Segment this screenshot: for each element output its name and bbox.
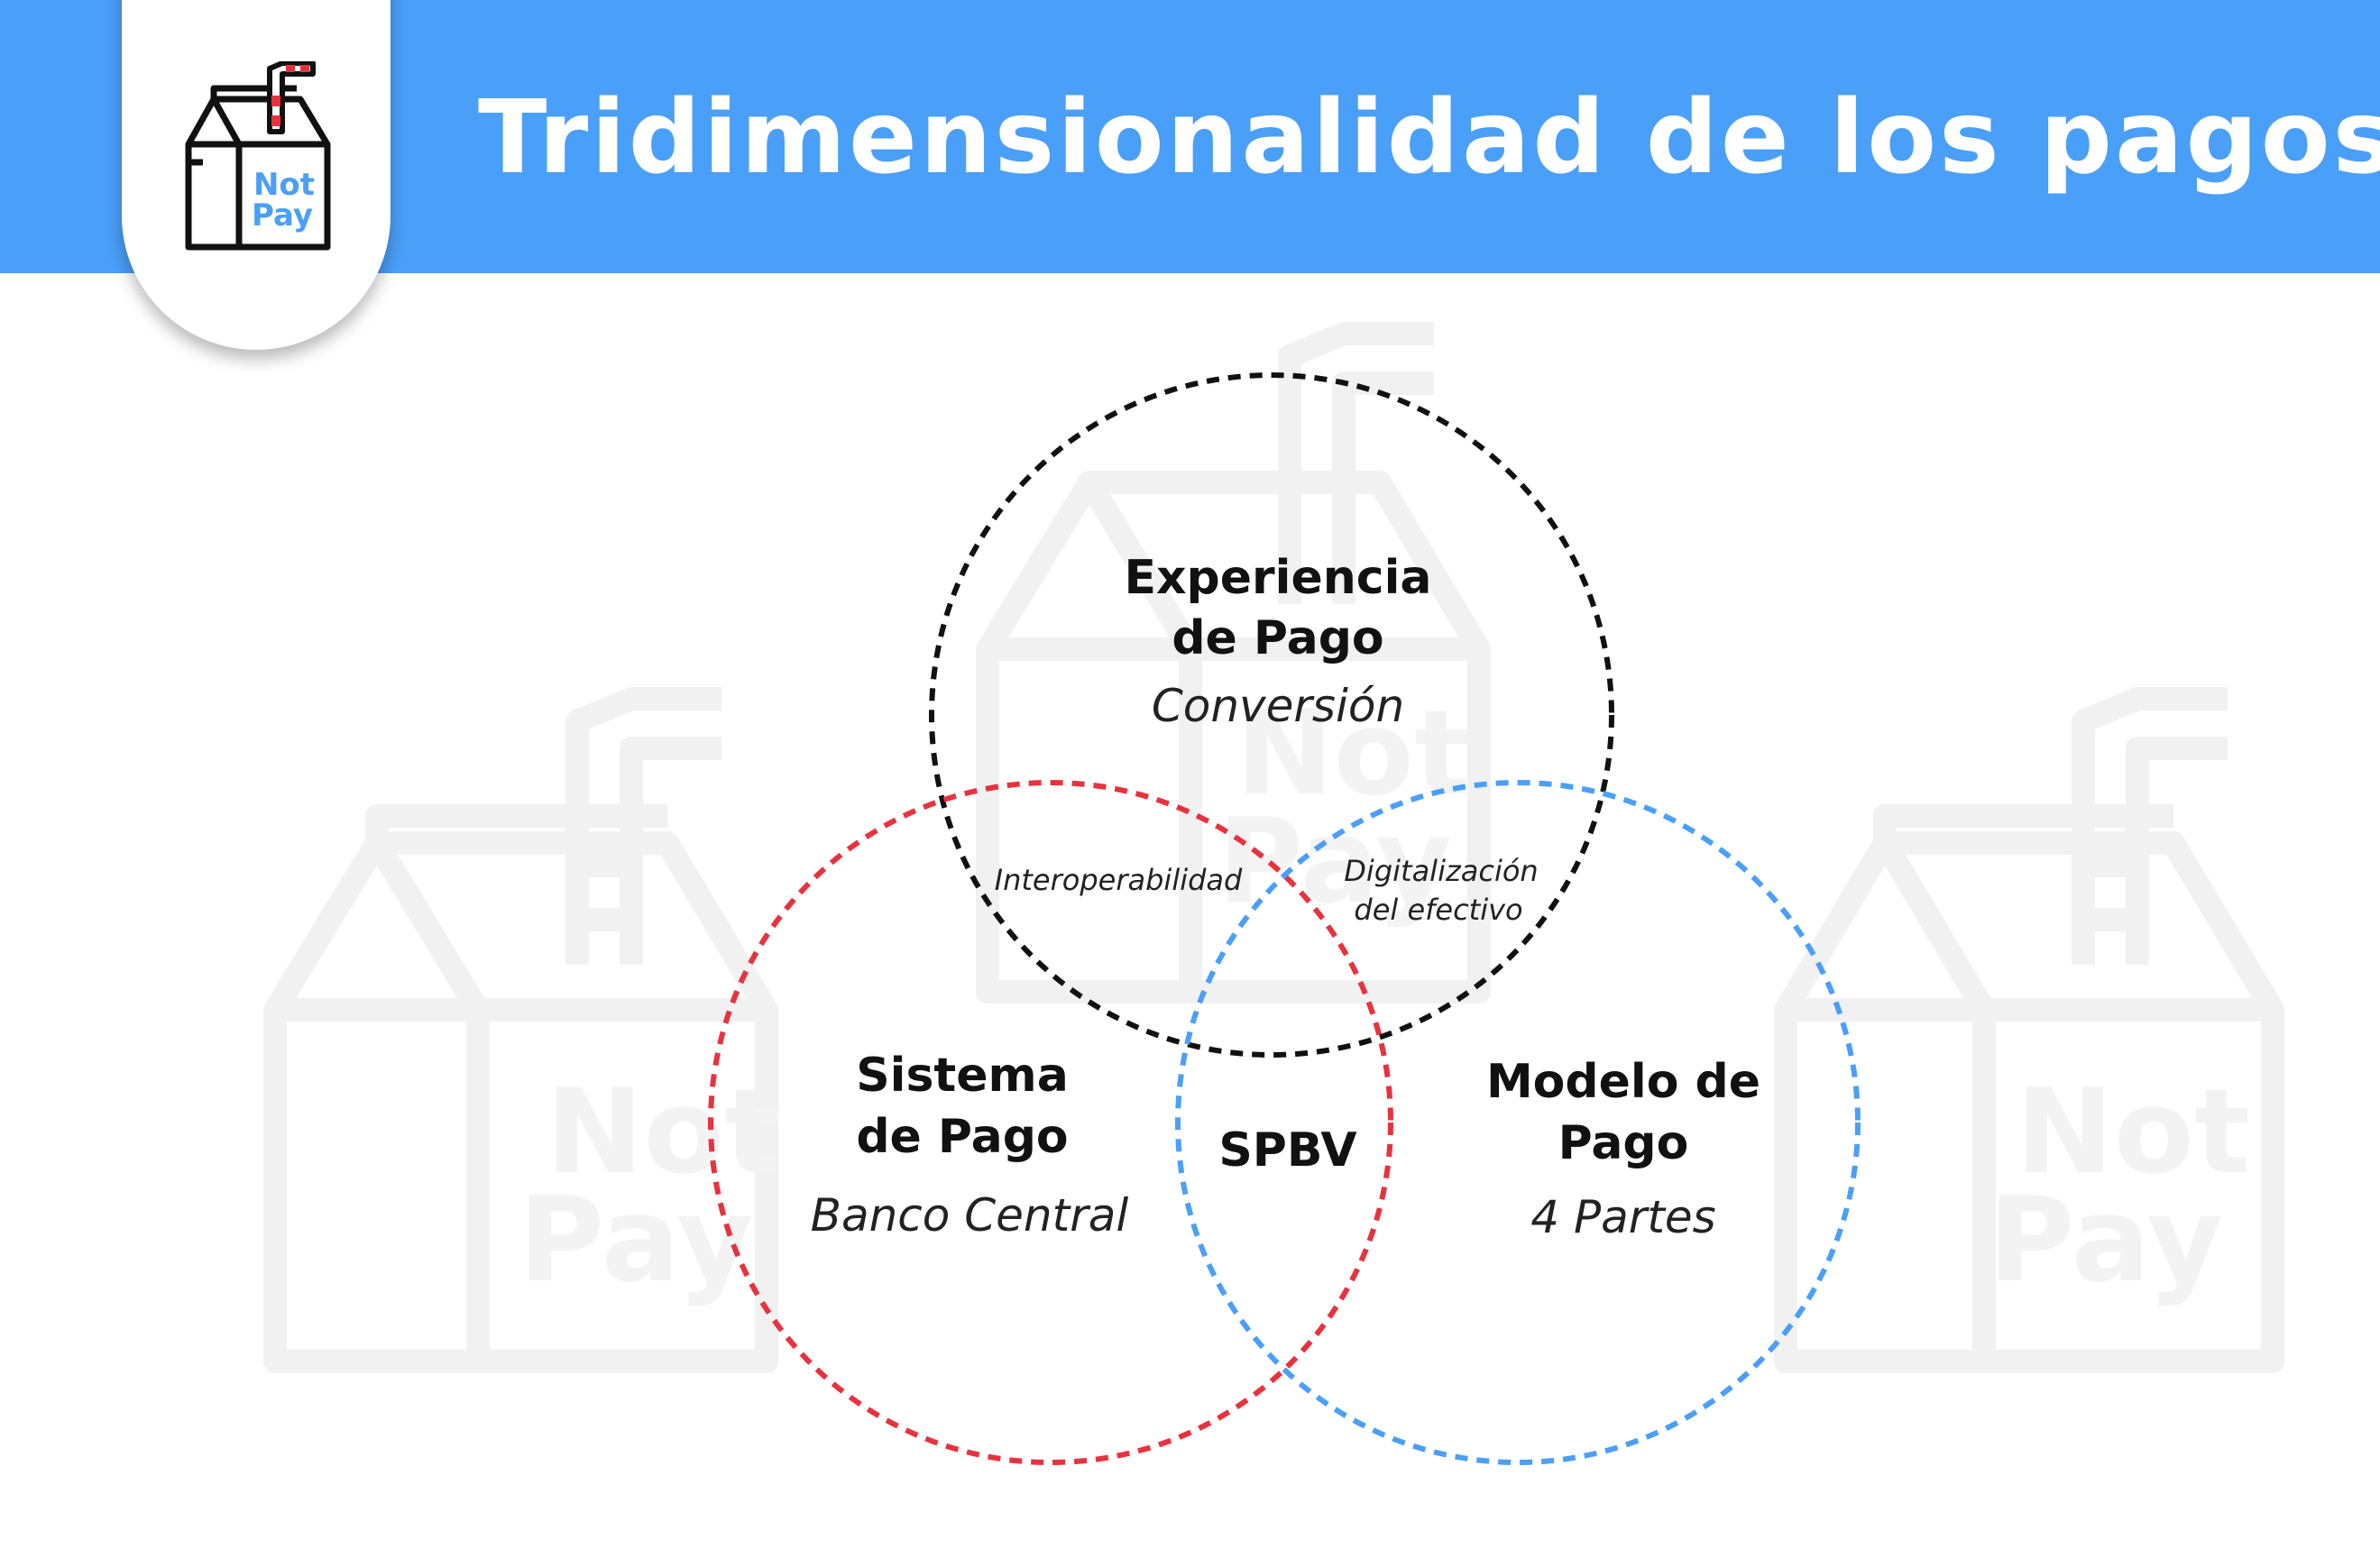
circle-modelo-de-pago bbox=[1175, 780, 1861, 1465]
watermark-center-line1: Not bbox=[1236, 684, 1470, 821]
watermark-left-line1: Not bbox=[546, 1063, 780, 1200]
intersection-interoperabilidad: Interoperabilidad bbox=[995, 863, 1243, 897]
circle-experiencia-de-pago bbox=[929, 372, 1614, 1058]
watermark-left-line2: Pay bbox=[519, 1171, 753, 1308]
logo-badge: Not Pay bbox=[122, 0, 391, 350]
intersection-spbv: SPBV bbox=[1218, 1123, 1356, 1178]
watermark-carton-left-icon bbox=[263, 687, 778, 1373]
circle-sistema-de-pago bbox=[708, 780, 1393, 1465]
intersection-digitalizacion-line2: del efectivo bbox=[1354, 893, 1522, 927]
header-bar: Tridimensionalidad de los pagos bbox=[0, 0, 2380, 273]
sistema-subtitle: Banco Central bbox=[811, 1189, 1129, 1242]
intersection-digitalizacion-line1: Digitalización bbox=[1344, 854, 1538, 888]
watermark-carton-center-icon bbox=[976, 322, 1491, 1004]
watermark-carton-right-icon bbox=[1774, 687, 2284, 1373]
modelo-title-line1: Modelo de bbox=[1486, 1055, 1760, 1109]
logo-text-line1: Not bbox=[253, 167, 315, 203]
watermark-right-line1: Not bbox=[2016, 1063, 2250, 1200]
sistema-title-line2: de Pago bbox=[856, 1110, 1068, 1164]
modelo-title-line2: Pago bbox=[1558, 1116, 1689, 1170]
watermark-right-line2: Pay bbox=[1989, 1171, 2223, 1308]
modelo-subtitle: 4 Partes bbox=[1530, 1191, 1715, 1243]
experiencia-title-line2: de Pago bbox=[1172, 611, 1383, 665]
experiencia-subtitle: Conversión bbox=[1152, 680, 1404, 732]
page-title: Tridimensionalidad de los pagos bbox=[478, 79, 2380, 197]
experiencia-title-line1: Experiencia bbox=[1124, 551, 1431, 605]
logo-text-line2: Pay bbox=[252, 197, 313, 234]
notpay-logo-icon: Not Pay bbox=[185, 61, 331, 251]
sistema-title-line1: Sistema bbox=[856, 1049, 1069, 1103]
